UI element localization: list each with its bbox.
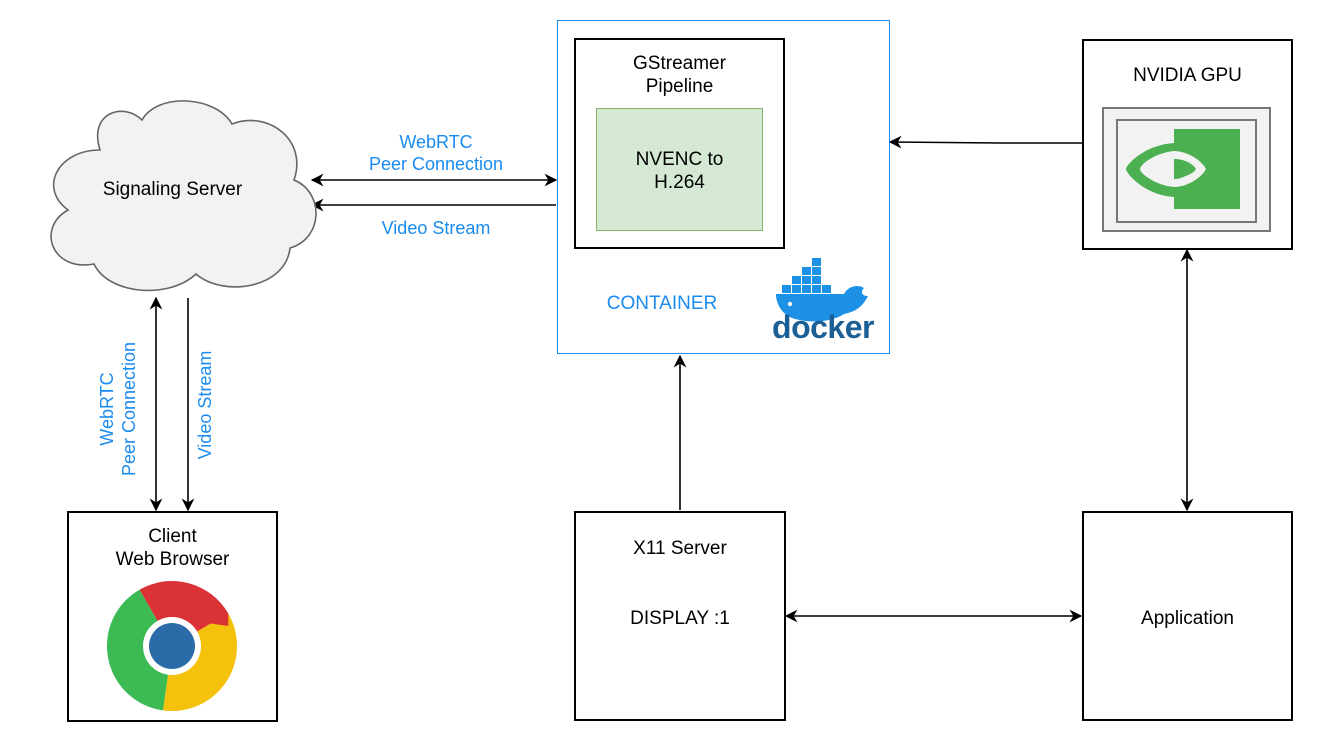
nvenc-label: NVENC to H.264: [635, 149, 724, 194]
x11-display-label: DISPLAY :1: [630, 608, 730, 629]
nvidia-gpu-label: NVIDIA GPU: [1133, 65, 1242, 86]
application-box: [1082, 511, 1293, 721]
signaling-server-label: Signaling Server: [102, 179, 243, 200]
nvenc-box: [596, 108, 763, 231]
docker-logo-text: docker: [772, 309, 874, 345]
docker-logo-icon: [776, 258, 868, 322]
edge-gpu-container: [888, 135, 1082, 149]
nvidia-logo-icon: [1126, 129, 1240, 209]
application-label: Application: [1141, 608, 1234, 629]
video-stream-left-label: Video Stream: [195, 350, 215, 460]
gstreamer-pipeline-label: GStreamer Pipeline: [633, 53, 726, 98]
webrtc-left-label: WebRTC Peer Connection: [97, 341, 139, 477]
client-browser-label: Client Web Browser: [115, 526, 230, 571]
x11-server-label: X11 Server: [633, 538, 727, 559]
webrtc-top-label: WebRTC Peer Connection: [368, 132, 504, 174]
signaling-server-cloud: [50, 100, 317, 292]
video-stream-top-label: Video Stream: [381, 218, 491, 238]
chrome-icon: [106, 580, 238, 712]
x11-server-box: [574, 511, 786, 721]
container-label: CONTAINER: [606, 293, 718, 314]
